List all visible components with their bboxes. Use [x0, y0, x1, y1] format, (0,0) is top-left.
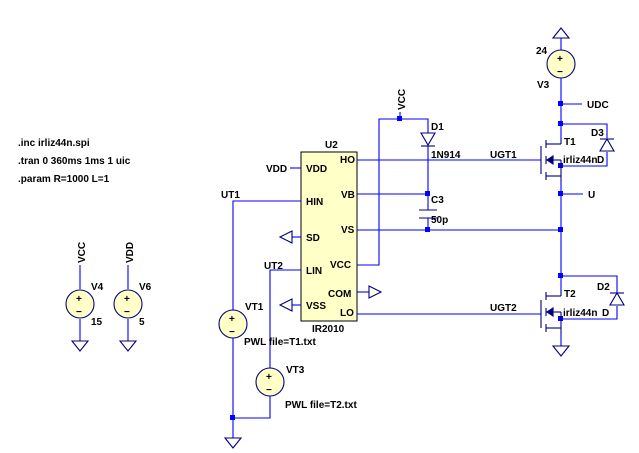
- svg-text:−: −: [76, 307, 82, 318]
- svg-text:+: +: [557, 54, 563, 65]
- net-v6: VDD: [125, 242, 136, 263]
- ic-ref: U2: [325, 140, 338, 151]
- svg-text:−: −: [557, 67, 563, 78]
- d2-ref: D2: [597, 282, 610, 293]
- t1-value: irliz44n: [563, 155, 597, 166]
- source-vt1[interactable]: + − VT1 PWL file=T1.txt: [218, 302, 316, 348]
- ground-icon: [118, 340, 138, 352]
- svg-text:−: −: [229, 327, 235, 338]
- v6-ref: V6: [139, 282, 152, 293]
- pin-vb: VB: [341, 190, 355, 201]
- mosfet-t1[interactable]: T1 irliz44n: [540, 137, 597, 182]
- d2-value: D: [602, 308, 609, 319]
- t2-ref: T2: [564, 289, 576, 300]
- source-v3[interactable]: + − 24 V3: [536, 27, 576, 91]
- net-vcc-top: VCC: [397, 89, 408, 110]
- v4-value: 15: [91, 317, 103, 328]
- pin-vss: VSS: [306, 301, 326, 312]
- t1-ref: T1: [564, 137, 576, 148]
- t2-value: irliz44n: [563, 308, 597, 319]
- spice-directives: .inc irliz44n.spi .tran 0 360ms 1ms 1 ui…: [18, 138, 131, 185]
- diode-d1[interactable]: D1 1N914: [420, 122, 461, 161]
- net-ugt2: UGT2: [490, 303, 517, 314]
- vt1-ref: VT1: [245, 302, 264, 313]
- d3-ref: D3: [591, 128, 604, 139]
- ground-icon: [223, 437, 243, 449]
- ground-symbols: [70, 230, 571, 449]
- directive-include[interactable]: .inc irliz44n.spi: [18, 138, 90, 149]
- c3-ref: C3: [431, 195, 444, 206]
- net-ugt1: UGT1: [490, 150, 517, 161]
- pin-vdd: VDD: [306, 164, 327, 175]
- net-labels: VDD VCC UT1 UT2 UGT1 UGT2 UDC U VCC VDD: [77, 89, 609, 314]
- driver-ic[interactable]: U2 IR2010 VDD HIN SD LIN VSS HO VB VS VC…: [300, 140, 358, 335]
- vt1-value: PWL file=T1.txt: [244, 337, 316, 348]
- d1-ref: D1: [431, 122, 444, 133]
- vt3-value: PWL file=T2.txt: [285, 400, 357, 411]
- ground-icon: [551, 345, 571, 357]
- ground-icon: [278, 298, 293, 312]
- ic-part: IR2010: [312, 324, 345, 335]
- svg-text:+: +: [266, 372, 272, 383]
- mosfet-t2[interactable]: T2 irliz44n: [540, 289, 597, 334]
- v3-ref: V3: [537, 80, 550, 91]
- c3-value: 50p: [431, 215, 448, 226]
- svg-text:+: +: [76, 294, 82, 305]
- svg-text:+: +: [229, 314, 235, 325]
- source-v4[interactable]: + − V4 15: [65, 282, 104, 328]
- d3-value: D: [597, 155, 604, 166]
- directive-param[interactable]: .param R=1000 L=1: [18, 174, 110, 185]
- v4-ref: V4: [91, 282, 104, 293]
- vt3-ref: VT3: [286, 365, 305, 376]
- diode-d3[interactable]: D3 D: [591, 128, 615, 166]
- ground-icon: [278, 230, 293, 244]
- source-vt3[interactable]: + − VT3 PWL file=T2.txt: [255, 365, 357, 411]
- pin-lo: LO: [340, 308, 354, 319]
- pin-ho: HO: [340, 155, 355, 166]
- net-ut1: UT1: [221, 190, 240, 201]
- diode-d2[interactable]: D2 D: [597, 282, 625, 319]
- pin-com: COM: [328, 289, 351, 300]
- net-v4: VCC: [77, 242, 88, 263]
- ground-icon: [368, 285, 383, 299]
- net-vdd: VDD: [266, 164, 287, 175]
- net-ut2: UT2: [264, 261, 283, 272]
- pin-hin: HIN: [306, 197, 323, 208]
- svg-text:−: −: [266, 385, 272, 396]
- d1-value: 1N914: [431, 150, 461, 161]
- net-udc: UDC: [587, 100, 609, 111]
- pin-vs: VS: [341, 225, 355, 236]
- capacitor-c3[interactable]: C3 50p: [419, 195, 448, 226]
- pin-vcc: VCC: [330, 260, 351, 271]
- net-u: U: [588, 190, 595, 201]
- wires: [79, 78, 618, 438]
- svg-text:−: −: [124, 307, 130, 318]
- pin-sd: SD: [306, 233, 320, 244]
- v3-value: 24: [536, 46, 548, 57]
- directive-tran[interactable]: .tran 0 360ms 1ms 1 uic: [18, 156, 131, 167]
- ic-body[interactable]: [300, 151, 358, 322]
- pin-lin: LIN: [306, 266, 322, 277]
- source-v6[interactable]: + − V6 5: [113, 282, 152, 328]
- v6-value: 5: [139, 317, 145, 328]
- svg-text:+: +: [124, 294, 130, 305]
- ground-icon: [70, 340, 90, 352]
